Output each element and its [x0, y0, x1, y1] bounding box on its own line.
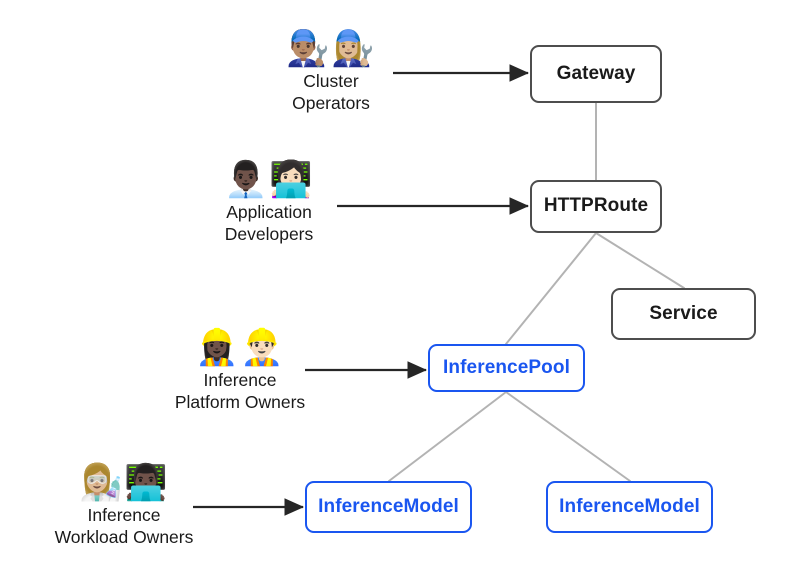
persona-inference-workload-owners: 👩🏼‍🔬👨🏿‍💻Inference Workload Owners [24, 466, 224, 549]
persona-avatar-cluster-operators-icon: 👨🏽‍🔧👩🏼‍🔧 [286, 29, 376, 69]
persona-label-inference-workload-owners: Inference Workload Owners [54, 505, 194, 547]
persona-label-application-developers: Application Developers [224, 202, 314, 244]
persona-cluster-operators: 👨🏽‍🔧👩🏼‍🔧Cluster Operators [231, 32, 431, 115]
persona-avatar-inference-platform-owners-icon: 👷🏿‍♀️👷🏻‍♂️ [195, 328, 285, 368]
persona-label-inference-platform-owners: Inference Platform Owners [174, 370, 306, 412]
link-inferencepool-inferencemodel1 [388, 391, 507, 482]
node-service[interactable]: Service [611, 288, 756, 340]
link-httproute-inferencepool [505, 232, 597, 345]
link-httproute-service [595, 232, 685, 289]
node-label-httproute: HTTPRoute [543, 195, 649, 217]
node-label-inferencepool: InferencePool [443, 356, 570, 378]
persona-ownership-arrows [193, 64, 530, 516]
node-inferencepool[interactable]: InferencePool [428, 344, 585, 392]
node-inferencemodel1[interactable]: InferenceModel [305, 481, 472, 533]
node-gateway[interactable]: Gateway [530, 45, 662, 103]
node-inferencemodel2[interactable]: InferenceModel [546, 481, 713, 533]
persona-inference-platform-owners: 👷🏿‍♀️👷🏻‍♂️Inference Platform Owners [140, 331, 340, 414]
node-label-inferencemodel1: InferenceModel [318, 495, 459, 517]
persona-avatar-inference-workload-owners-icon: 👩🏼‍🔬👨🏿‍💻 [79, 463, 169, 503]
link-inferencepool-inferencemodel2 [505, 391, 631, 482]
node-label-service: Service [649, 302, 718, 324]
persona-label-cluster-operators: Cluster Operators [292, 71, 370, 113]
persona-application-developers: 👨🏿‍💼👩🏻‍💻Application Developers [169, 163, 369, 246]
node-httproute[interactable]: HTTPRoute [530, 180, 662, 233]
persona-avatar-application-developers-icon: 👨🏿‍💼👩🏻‍💻 [224, 160, 314, 200]
node-label-gateway: Gateway [556, 62, 636, 84]
node-label-inferencemodel2: InferenceModel [559, 495, 700, 517]
